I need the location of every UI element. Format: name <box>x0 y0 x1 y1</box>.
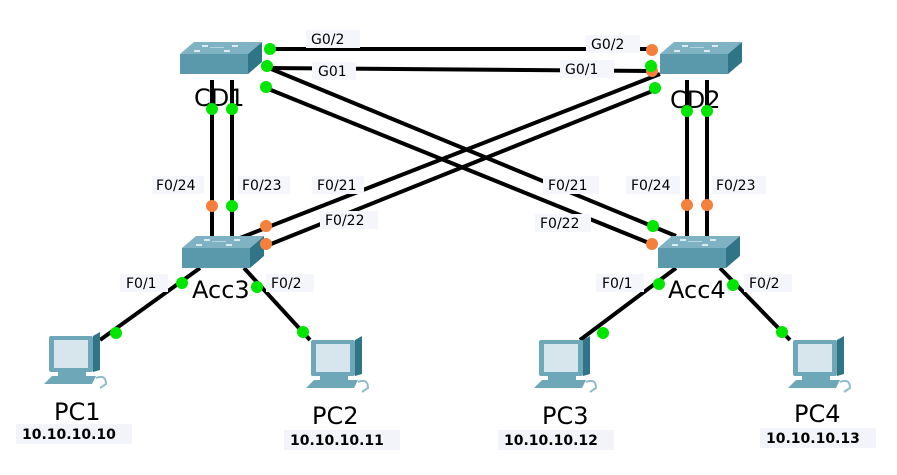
device-label-pc1: PC1 <box>54 398 101 426</box>
switch-icon <box>182 236 264 268</box>
port-label-acc4-f023: F0/23 <box>712 176 766 194</box>
port-label-acc3-f01: F0/1 <box>120 274 168 292</box>
svg-text:F0/23: F0/23 <box>716 178 756 194</box>
pc-icon <box>787 335 851 393</box>
port-label-acc4-f01: F0/1 <box>596 274 644 292</box>
svg-text:F0/21: F0/21 <box>548 178 588 194</box>
port-dot-cd1-acc3-2 <box>226 103 238 115</box>
port-dot-acc4-f02 <box>727 279 739 291</box>
port-dot-cd1-acc4-f021 <box>260 81 272 93</box>
port-dot-cd1-g02 <box>264 43 276 55</box>
port-dot-cd1-acc3-1 <box>206 103 218 115</box>
port-label-acc3-f023: F0/23 <box>238 176 290 194</box>
svg-text:G01: G01 <box>318 64 347 80</box>
port-dot-pc2 <box>297 326 309 338</box>
port-dot-acc4-f023 <box>701 199 713 211</box>
port-dot-acc3-f024 <box>206 200 218 212</box>
port-dot-acc3-f023 <box>226 200 238 212</box>
pc-icon <box>43 331 107 389</box>
port-status-dots <box>110 43 788 339</box>
svg-text:F0/2: F0/2 <box>749 276 780 292</box>
port-dot-cd2-acc4-1 <box>681 105 693 117</box>
port-dot-acc4-f01 <box>653 278 665 290</box>
port-label-cd2-g01: G0/1 <box>560 60 614 78</box>
switch-cd2[interactable] <box>660 42 742 74</box>
port-dot-acc3-f01 <box>176 277 188 289</box>
port-dot-pc3 <box>597 327 609 339</box>
svg-text:G0/2: G0/2 <box>311 32 344 48</box>
port-label-cd1-g02: G0/2 <box>306 30 360 48</box>
port-labels: G0/2 G0/2 G01 G0/1 F0/24 F0/23 F0/21 F0 <box>120 30 792 292</box>
port-label-acc4-f024: F0/24 <box>626 176 680 194</box>
svg-text:F0/22: F0/22 <box>325 213 365 229</box>
port-dot-cd2-acc4-2 <box>701 105 713 117</box>
svg-text:F0/1: F0/1 <box>126 276 157 292</box>
pc-icon <box>533 335 597 393</box>
svg-text:G0/2: G0/2 <box>591 37 624 53</box>
port-dot-acc3-f02 <box>251 281 263 293</box>
switch-acc3[interactable] <box>182 236 264 268</box>
ip-label-pc3: 10.10.10.12 <box>504 433 598 449</box>
port-dot-pc1 <box>110 327 122 339</box>
switch-icon <box>658 236 740 268</box>
svg-text:F0/1: F0/1 <box>602 276 633 292</box>
switch-icon <box>660 42 742 74</box>
port-dot-acc3-f021 <box>260 220 272 232</box>
svg-text:F0/2: F0/2 <box>271 276 302 292</box>
link-cd1-acc4-f021[interactable] <box>263 64 677 238</box>
port-label-acc4-f021: F0/21 <box>543 176 599 194</box>
port-label-acc3-f021: F0/21 <box>312 176 364 194</box>
port-dot-cd2-g02 <box>646 44 658 56</box>
ip-label-pc2: 10.10.10.11 <box>290 433 384 449</box>
device-label-cd2: CD2 <box>670 86 721 114</box>
device-label-acc4: Acc4 <box>668 276 726 304</box>
port-dot-acc3-f022 <box>260 238 272 250</box>
device-label-acc3: Acc3 <box>192 276 250 304</box>
port-label-acc3-f02: F0/2 <box>266 274 314 292</box>
port-dot-acc4-f021 <box>647 220 659 232</box>
link-cd2-acc3-f021[interactable] <box>239 72 661 240</box>
switch-acc4[interactable] <box>658 236 740 268</box>
port-label-acc3-f022: F0/22 <box>320 211 378 229</box>
port-label-cd1-g01: G01 <box>312 62 356 80</box>
device-label-pc4: PC4 <box>794 400 841 428</box>
switch-icon <box>180 42 262 74</box>
port-label-acc3-f024: F0/24 <box>152 176 204 194</box>
svg-text:G0/1: G0/1 <box>565 62 598 78</box>
device-label-pc3: PC3 <box>542 402 589 430</box>
pc-pc1[interactable] <box>43 331 107 389</box>
svg-text:F0/22: F0/22 <box>540 216 580 232</box>
pc-icon <box>305 335 369 393</box>
ip-label-pc4: 10.10.10.13 <box>766 431 860 447</box>
svg-text:F0/21: F0/21 <box>317 178 357 194</box>
ip-label-pc1: 10.10.10.10 <box>22 427 116 443</box>
device-label-pc2: PC2 <box>312 402 359 430</box>
svg-text:F0/24: F0/24 <box>631 178 671 194</box>
port-label-acc4-f022: F0/22 <box>535 214 591 232</box>
pc-pc3[interactable] <box>533 335 597 393</box>
port-dot-acc4-f024 <box>681 199 693 211</box>
svg-text:F0/23: F0/23 <box>242 178 282 194</box>
port-dot-cd1-g01 <box>261 60 273 72</box>
port-dot-cd2-acc3-f022 <box>649 82 661 94</box>
port-label-acc4-f02: F0/2 <box>744 274 792 292</box>
pc-pc2[interactable] <box>305 335 369 393</box>
port-dot-pc4 <box>776 326 788 338</box>
port-dot-cd2-acc3-f021 <box>645 60 657 72</box>
pc-pc4[interactable] <box>787 335 851 393</box>
switch-cd1[interactable] <box>180 42 262 74</box>
port-dot-acc4-f022 <box>646 238 658 250</box>
svg-text:F0/24: F0/24 <box>156 178 196 194</box>
port-label-cd2-g02: G0/2 <box>586 35 640 53</box>
